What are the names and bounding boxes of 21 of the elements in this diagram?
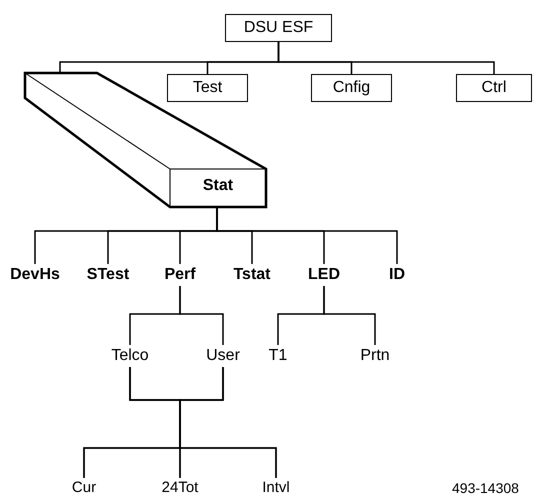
menu-item: Perf: [148, 264, 212, 286]
menu-box: Cnfig: [311, 74, 392, 102]
figure-number: 493-14308: [452, 480, 519, 496]
menu-item: STest: [76, 264, 140, 286]
menu-item: Intvl: [244, 478, 308, 497]
menu-item: 24Tot: [148, 478, 212, 497]
menu-item: ID: [365, 264, 429, 286]
menu-item: Prtn: [343, 345, 407, 367]
menu-box: Test: [167, 74, 248, 102]
connector-line: [179, 286, 224, 345]
menu-item: LED: [292, 264, 356, 286]
menu-item: DevHs: [3, 264, 67, 286]
connector-line: [216, 208, 398, 264]
menu-box: DSU ESF: [225, 14, 332, 42]
connector-line: [179, 367, 277, 478]
menu-item: Telco: [98, 345, 162, 367]
connector-line: [278, 42, 495, 74]
menu-item: Tstat: [220, 264, 284, 286]
menu-item: Cur: [52, 478, 116, 497]
connector-line: [323, 286, 376, 345]
menu-box: Ctrl: [456, 74, 532, 102]
